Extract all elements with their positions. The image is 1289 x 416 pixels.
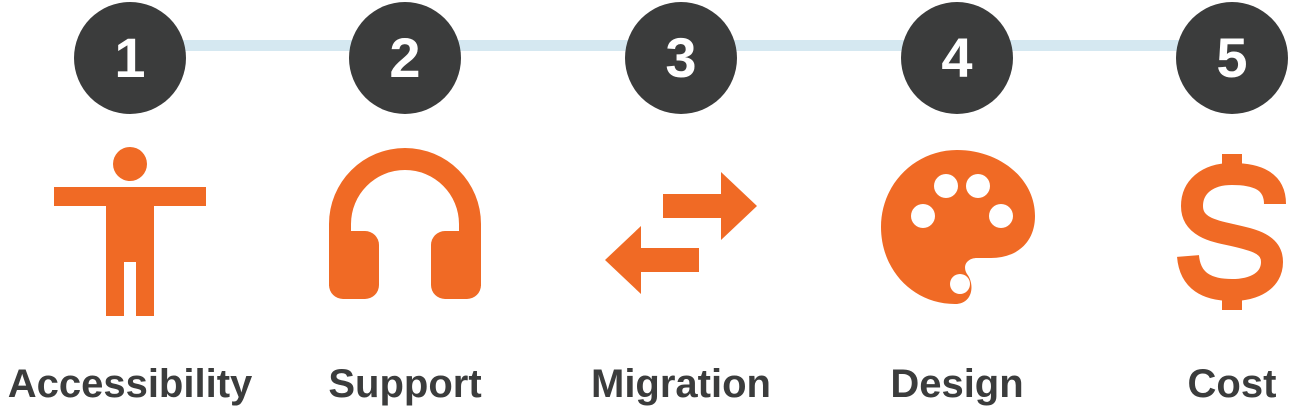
- step-support: 2 Support: [275, 0, 535, 416]
- palette-icon: [867, 136, 1047, 316]
- step-number-badge: 4: [901, 2, 1013, 114]
- dollar-sign-icon: [1142, 136, 1289, 316]
- headphones-icon: [315, 136, 495, 316]
- step-cost: 5 Cost: [1102, 0, 1289, 416]
- step-label: Migration: [591, 362, 771, 406]
- step-migration: 3 Migration: [551, 0, 811, 416]
- step-label: Cost: [1187, 362, 1277, 406]
- step-accessibility: 1 Accessibility: [0, 0, 260, 416]
- step-label: Support: [328, 362, 482, 406]
- step-number-badge: 1: [74, 2, 186, 114]
- step-number-badge: 5: [1176, 2, 1288, 114]
- accessibility-icon: [40, 136, 220, 316]
- step-design: 4 Design: [827, 0, 1087, 416]
- step-number-badge: 3: [625, 2, 737, 114]
- swap-arrows-icon: [591, 136, 771, 316]
- step-label: Accessibility: [7, 362, 253, 406]
- step-label: Design: [890, 362, 1024, 406]
- step-number-badge: 2: [349, 2, 461, 114]
